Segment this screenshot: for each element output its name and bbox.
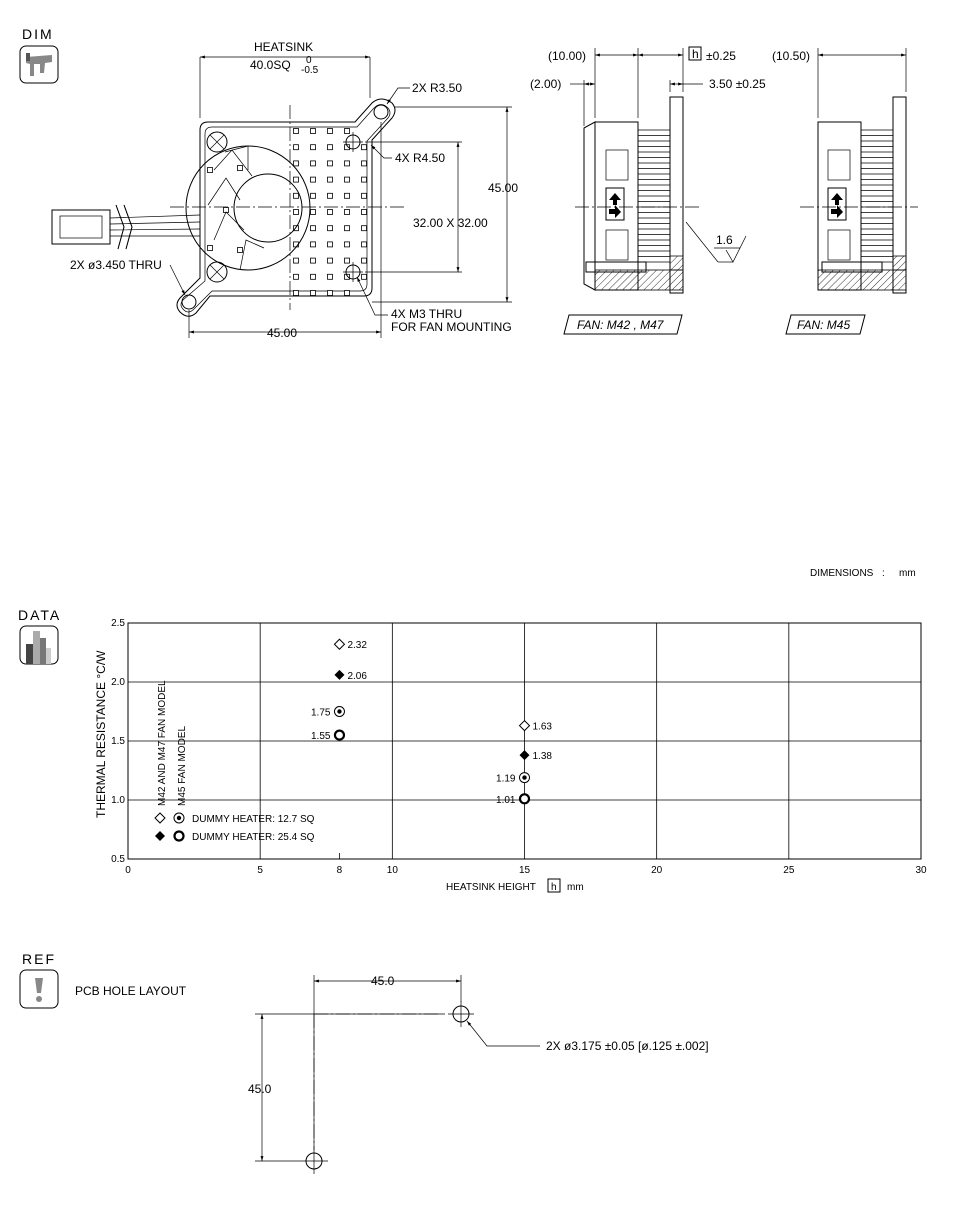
heatsink-label: HEATSINK bbox=[254, 40, 313, 54]
x-tick-label: 5 bbox=[257, 865, 263, 876]
column-label-m45: M45 FAN MODEL bbox=[177, 726, 188, 806]
x-tick-label: 30 bbox=[915, 865, 927, 876]
screw-hole bbox=[343, 132, 363, 152]
data-point-label: 1.19 bbox=[496, 774, 516, 785]
front-view-drawing: HEATSINK 40.0SQ 0 -0.5 2X R3.50 4X R4.50… bbox=[51, 40, 518, 340]
x-tick-label: 20 bbox=[651, 865, 663, 876]
pcb-hole bbox=[300, 1148, 328, 1174]
fin-spacing-label: 3.50 ±0.25 bbox=[709, 77, 766, 91]
units-label: DIMENSIONS bbox=[810, 568, 874, 579]
exclamation-icon bbox=[19, 969, 59, 1009]
x-tick-label: 0 bbox=[125, 865, 131, 876]
units-note: DIMENSIONS : mm bbox=[810, 568, 916, 579]
hole-pitch-label: 32.00 X 32.00 bbox=[413, 216, 488, 230]
pcb-layout-title: PCB HOLE LAYOUT bbox=[75, 984, 187, 998]
fan-label-m42-m47: FAN: M42 , M47 bbox=[577, 318, 665, 332]
point-marker-center bbox=[522, 775, 527, 780]
fan-label-m45: FAN: M45 bbox=[797, 318, 850, 332]
side-1050-label: (10.50) bbox=[772, 49, 810, 63]
units-value: mm bbox=[899, 568, 916, 579]
x-tick-label: 25 bbox=[783, 865, 795, 876]
section-title-data: DATA bbox=[18, 607, 61, 623]
y-tick-label: 2.0 bbox=[111, 677, 125, 688]
screw-hole bbox=[206, 261, 228, 283]
m3-mount-label: FOR FAN MOUNTING bbox=[391, 320, 512, 334]
data-point-label: 2.32 bbox=[347, 640, 367, 651]
heatsink-fins bbox=[207, 128, 367, 296]
y-tick-label: 1.0 bbox=[111, 795, 125, 806]
legend-marker-diamond-filled bbox=[155, 831, 165, 841]
bar-chart-icon bbox=[19, 625, 59, 665]
section-dim: DIM bbox=[19, 26, 59, 84]
legend-marker-diamond-open bbox=[154, 812, 166, 824]
bottom-width-label: 45.00 bbox=[267, 326, 297, 340]
side-view-m45: (10.50) FAN: M45 bbox=[772, 48, 918, 335]
heatsink-tol-lower: -0.5 bbox=[301, 65, 319, 76]
legend-marker-circle-bold bbox=[173, 830, 185, 842]
pcb-vertical-dim: 45.0 bbox=[248, 1082, 272, 1096]
section-ref: REF bbox=[19, 951, 59, 1009]
section-title-dim: DIM bbox=[22, 26, 54, 42]
h-box-label: h bbox=[692, 47, 699, 61]
data-point-diamond-open bbox=[333, 638, 346, 650]
side-fins-m42 bbox=[637, 127, 670, 266]
data-point-label: 1.38 bbox=[533, 751, 553, 762]
surface-finish-label: 1.6 bbox=[716, 233, 733, 247]
side-2-label: (2.00) bbox=[530, 77, 561, 91]
data-point-diamond-filled bbox=[519, 750, 530, 761]
x-axis-label-text: HEATSINK HEIGHT bbox=[446, 882, 536, 893]
pcb-horizontal-dim: 45.0 bbox=[371, 974, 395, 988]
heatsink-tol-upper: 0 bbox=[306, 55, 312, 66]
y-tick-label: 1.5 bbox=[111, 736, 125, 747]
data-point-circle-bold bbox=[333, 729, 346, 741]
x-tick-label: 15 bbox=[519, 865, 531, 876]
thermal-resistance-chart: 0 5 8 10 15 20 25 30 0.5 1.0 1.5 2.0 2.5 2.32 2.06 1.7… bbox=[94, 618, 927, 893]
radius-450-label: 4X R4.50 bbox=[395, 151, 445, 165]
side-10-label: (10.00) bbox=[548, 49, 586, 63]
h-tolerance: ±0.25 bbox=[706, 49, 736, 63]
y-tick-label: 0.5 bbox=[111, 854, 125, 865]
thru-hole-label: 2X ø3.450 THRU bbox=[70, 258, 162, 272]
side-fins-m45 bbox=[860, 127, 893, 266]
point-marker-center bbox=[337, 709, 342, 714]
section-title-ref: REF bbox=[22, 951, 56, 967]
pcb-hole-layout: PCB HOLE LAYOUT 45.0 45.0 2X ø3.175 ±0.0… bbox=[75, 974, 709, 1174]
x-axis-label: HEATSINK HEIGHT h mm bbox=[446, 878, 584, 893]
data-point-diamond-filled bbox=[334, 669, 345, 680]
column-label-m42-m47: M42 AND M47 FAN MODEL bbox=[157, 680, 168, 806]
m3-label: 4X M3 THRU bbox=[391, 307, 462, 321]
radius-350-label: 2X R3.50 bbox=[412, 81, 462, 95]
data-point-diamond-open bbox=[518, 719, 531, 732]
pcb-hole bbox=[448, 1001, 474, 1027]
overall-height-label: 45.00 bbox=[488, 181, 518, 195]
units-separator: : bbox=[882, 568, 885, 579]
section-data: DATA bbox=[18, 607, 61, 665]
chart-points: 2.32 2.06 1.75 1.55 1.63 1.38 1.19 1.01 bbox=[311, 638, 553, 806]
screw-hole bbox=[343, 262, 363, 282]
x-tick-label: 8 bbox=[337, 865, 343, 876]
side-view-m42-m47: (10.00) h ±0.25 (2.00) 3.50 ±0.25 1.6 FA… bbox=[530, 46, 766, 335]
data-point-label: 1.01 bbox=[496, 795, 516, 806]
y-tick-label: 2.5 bbox=[111, 618, 125, 629]
x-axis-label-box: h bbox=[551, 882, 557, 893]
chart-legend: DUMMY HEATER: 12.7 SQ DUMMY HEATER: 25.4… bbox=[154, 812, 315, 843]
screw-hole bbox=[206, 131, 228, 153]
data-point-label: 1.55 bbox=[311, 731, 331, 742]
data-point-label: 1.63 bbox=[533, 722, 553, 733]
x-tick-label: 10 bbox=[387, 865, 399, 876]
data-point-label: 1.75 bbox=[311, 708, 331, 719]
heatsink-size: 40.0SQ bbox=[250, 58, 291, 72]
chart-tick-labels: 0 5 8 10 15 20 25 30 0.5 1.0 1.5 2.0 2.5 bbox=[111, 618, 927, 876]
data-point-label: 2.06 bbox=[347, 671, 367, 682]
y-axis-label: THERMAL RESISTANCE °C/W bbox=[94, 650, 108, 818]
x-axis-label-unit: mm bbox=[567, 882, 584, 893]
caliper-icon bbox=[19, 45, 59, 84]
legend-label-12-7: DUMMY HEATER: 12.7 SQ bbox=[192, 814, 315, 825]
legend-label-25-4: DUMMY HEATER: 25.4 SQ bbox=[192, 832, 315, 843]
pcb-hole-note: 2X ø3.175 ±0.05 [ø.125 ±.002] bbox=[546, 1039, 709, 1053]
data-point-circle-bold bbox=[518, 793, 531, 805]
